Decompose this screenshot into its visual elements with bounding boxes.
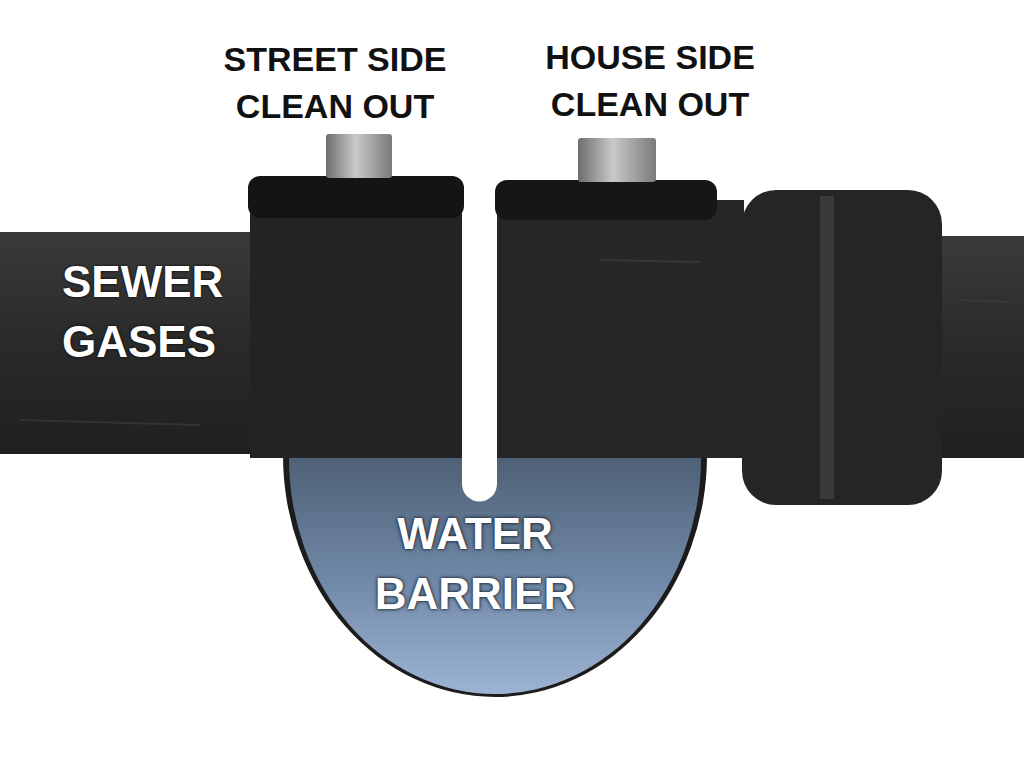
pipe-coupling — [742, 190, 942, 505]
coupling-ring — [820, 196, 834, 499]
flow-label: SEWER GASES — [62, 252, 272, 372]
region-label: WATER BARRIER — [345, 504, 605, 624]
trap-slot — [462, 190, 497, 502]
callout-label: HOUSE SIDE CLEAN OUT — [520, 34, 780, 128]
water-barrier — [289, 458, 701, 694]
house-riser — [497, 200, 744, 458]
street-cap — [248, 176, 464, 218]
house-plug — [578, 138, 656, 182]
street-plug — [326, 134, 392, 178]
callout-label: STREET SIDE CLEAN OUT — [205, 36, 465, 130]
street-riser — [250, 200, 462, 458]
house-cap — [495, 180, 717, 220]
